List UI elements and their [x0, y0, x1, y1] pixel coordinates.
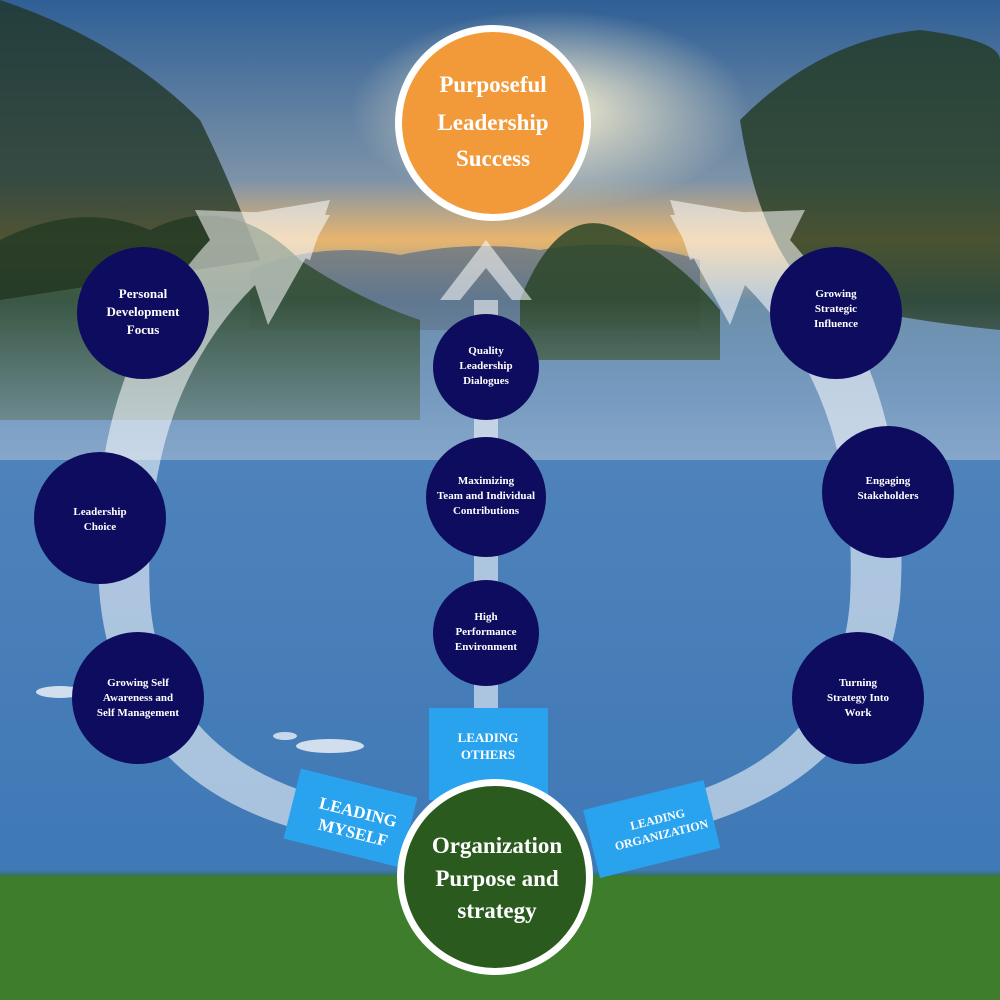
node-text: Engaging	[866, 475, 911, 487]
tag-text: LEADING	[458, 730, 519, 745]
node-text: Performance	[455, 626, 516, 638]
node-text: Turning	[839, 677, 878, 689]
tag-leading-organization: LEADING ORGANIZATION	[583, 780, 721, 878]
node-high-performance-environment: High Performance Environment	[433, 580, 539, 686]
node-text: Strategy Into	[827, 692, 890, 704]
base-line-2: Purpose and	[435, 866, 559, 891]
node-text: Self Management	[97, 707, 180, 719]
node-personal-development-focus: Personal Development Focus	[77, 247, 209, 379]
node-text: Personal	[119, 286, 168, 301]
right-arrow-head	[670, 200, 790, 260]
goal-line-2: Leadership	[437, 110, 548, 135]
node-text: Awareness and	[103, 692, 173, 704]
tag-text: OTHERS	[461, 747, 515, 762]
node-text: Growing Self	[107, 677, 169, 689]
center-arrow-head	[440, 240, 532, 300]
node-leadership-choice: Leadership Choice	[34, 452, 166, 584]
node-text: Strategic	[815, 303, 857, 315]
cloud	[36, 686, 84, 698]
node-text: Contributions	[453, 505, 520, 517]
node-text: Dialogues	[463, 375, 510, 387]
goal-line-3: Success	[456, 146, 530, 171]
node-text: Choice	[84, 521, 117, 533]
node-text: Growing	[815, 288, 857, 300]
node-text: Influence	[814, 318, 858, 330]
node-engaging-stakeholders: Engaging Stakeholders	[822, 426, 954, 558]
node-text: Environment	[455, 641, 517, 653]
base-line-1: Organization	[432, 833, 563, 858]
node-text: Leadership	[459, 360, 512, 372]
base-circle	[404, 786, 586, 968]
node-text: Work	[845, 707, 873, 719]
node-text: Maximizing	[458, 475, 515, 487]
base-line-3: strategy	[457, 898, 537, 923]
goal-circle	[402, 32, 584, 214]
left-arrow-head	[210, 200, 330, 260]
purposeful-leadership-success-node: Purposeful Leadership Success	[395, 25, 591, 221]
node-growing-strategic-influence: Growing Strategic Influence	[770, 247, 902, 379]
node-text: Team and Individual	[437, 490, 535, 502]
cloud	[296, 739, 364, 753]
node-text: Quality	[468, 345, 504, 357]
node-maximizing-contributions: Maximizing Team and Individual Contribut…	[426, 437, 546, 557]
node-quality-leadership-dialogues: Quality Leadership Dialogues	[433, 314, 539, 420]
cloud	[273, 732, 297, 740]
tag-leading-myself: LEADING MYSELF	[283, 768, 418, 868]
node-text: High	[474, 611, 497, 623]
left-tree-canopy	[0, 0, 260, 300]
node-text: Leadership	[73, 506, 126, 518]
node-text: Development	[107, 304, 181, 319]
node-text: Stakeholders	[857, 490, 919, 502]
tag-leading-others: LEADING OTHERS	[429, 708, 548, 800]
node-growing-self-awareness: Growing Self Awareness and Self Manageme…	[72, 632, 204, 764]
node-text: Focus	[127, 322, 160, 337]
goal-line-1: Purposeful	[439, 72, 546, 97]
node-turning-strategy-into-work: Turning Strategy Into Work	[792, 632, 924, 764]
organization-purpose-node: Organization Purpose and strategy	[397, 779, 593, 975]
